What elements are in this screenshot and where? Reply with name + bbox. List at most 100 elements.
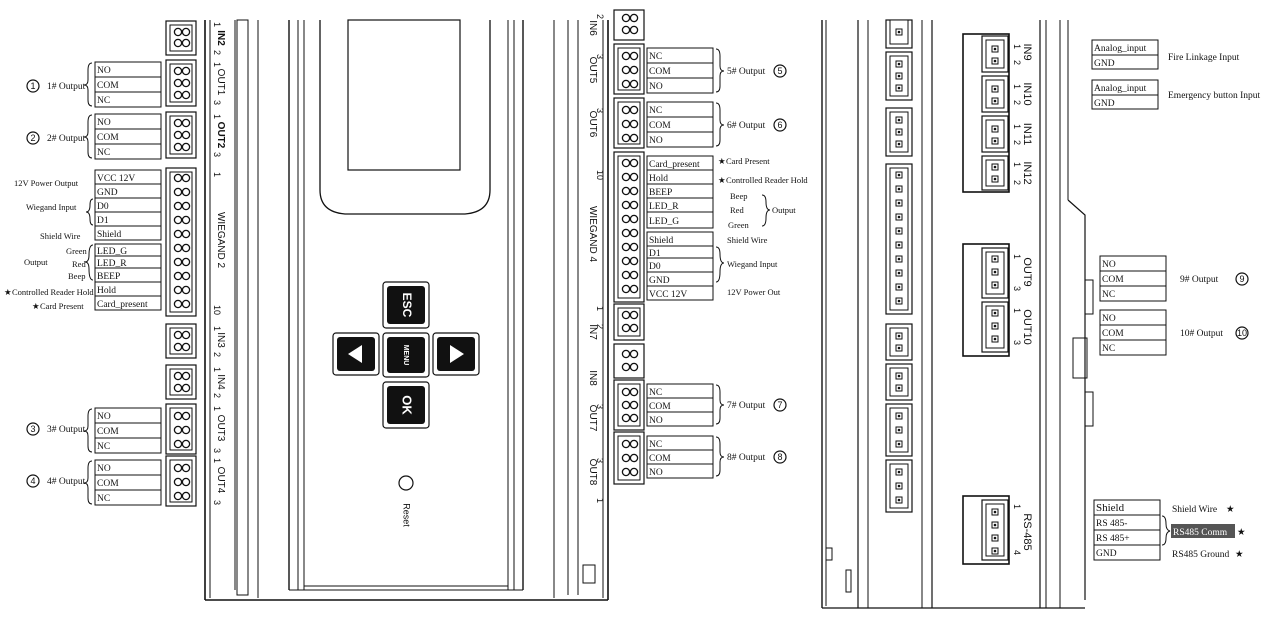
svg-text:COM: COM: [649, 121, 671, 131]
svg-text:NC: NC: [649, 106, 662, 116]
svg-text:6: 6: [777, 120, 782, 130]
out2-label: OUT2: [215, 122, 226, 149]
svg-text:NO: NO: [649, 416, 663, 426]
svg-text:1: 1: [212, 114, 222, 119]
in10-label: IN10: [1021, 82, 1033, 105]
rs485-ground-label: RS485 Ground: [1172, 550, 1230, 560]
left-output-annotations: [83, 62, 94, 505]
svg-text:★: ★: [718, 175, 726, 185]
ok-button[interactable]: OK: [382, 381, 430, 429]
svg-text:★: ★: [1235, 549, 1244, 560]
svg-text:7: 7: [777, 400, 782, 410]
svg-text:GND: GND: [1096, 549, 1117, 559]
right-arrow-icon: [450, 345, 464, 363]
w2-wiegand-input-label: Wiegand Input: [26, 202, 77, 212]
svg-text:RS 485+: RS 485+: [1096, 534, 1130, 544]
right-unit-housing: [821, 20, 1094, 609]
menu-label: MENU: [402, 345, 409, 366]
w2-card-label: Card Present: [40, 301, 84, 311]
out10-label: OUT10: [1021, 309, 1033, 344]
svg-text:D0: D0: [97, 202, 109, 212]
svg-text:5: 5: [777, 66, 782, 76]
svg-text:GND: GND: [97, 188, 118, 198]
svg-text:BEEP: BEEP: [97, 272, 120, 282]
right-connector-labels: IN6 OUT5 OUT6 WIEGAND 4 IN7 IN8 OUT7 OUT…: [587, 14, 605, 503]
svg-text:1: 1: [212, 326, 222, 331]
out7-label: OUT7: [587, 405, 598, 432]
svg-text:3: 3: [595, 404, 605, 409]
svg-text:Beep: Beep: [730, 191, 747, 201]
svg-text:Card_present: Card_present: [97, 300, 148, 310]
svg-text:D1: D1: [649, 249, 661, 259]
svg-text:NO: NO: [97, 412, 111, 422]
svg-text:BEEP: BEEP: [649, 188, 672, 198]
svg-text:1: 1: [212, 62, 222, 67]
left-arrow-button[interactable]: [332, 332, 380, 376]
svg-text:LED_G: LED_G: [649, 217, 679, 227]
svg-text:COM: COM: [97, 479, 119, 489]
right-wire-box-texts-left-unit: NC COM NO NC COM NO Card_present Hold BE…: [649, 52, 700, 478]
svg-text:Beep: Beep: [68, 271, 85, 281]
svg-text:COM: COM: [1102, 329, 1124, 339]
svg-text:Card_present: Card_present: [649, 160, 700, 170]
w4-card-label: Card Present: [726, 156, 770, 166]
menu-button[interactable]: MENU: [382, 332, 430, 378]
output1-label: 1# Output: [47, 82, 86, 92]
svg-text:2: 2: [595, 324, 605, 329]
svg-text:GND: GND: [1094, 99, 1115, 109]
svg-text:2: 2: [212, 393, 222, 398]
svg-text:Shield: Shield: [1096, 502, 1125, 514]
svg-text:NO: NO: [97, 118, 111, 128]
rs485-comm-label: RS485 Comm: [1173, 528, 1228, 538]
svg-text:NO: NO: [649, 468, 663, 478]
w4-hold-label: Controlled Reader Hold: [726, 175, 808, 185]
output6-label: 6# Output: [727, 121, 766, 131]
out5-label: OUT5: [587, 57, 598, 84]
svg-text:★: ★: [1237, 527, 1246, 538]
left-wire-boxes: [94, 61, 162, 506]
output8-label: 8# Output: [727, 453, 766, 463]
w2-output-label: Output: [24, 257, 48, 267]
w4-output-label: Output: [772, 205, 796, 215]
svg-text:1: 1: [1012, 84, 1022, 89]
right-unit-wire-box-texts: Analog_input GND Analog_input GND NO COM…: [1094, 44, 1147, 559]
in4-label: IN4: [215, 374, 226, 390]
left-unit-housing: [204, 19, 609, 601]
svg-text:COM: COM: [649, 454, 671, 464]
right-unit-connector-labels: IN9 IN10 IN11 IN12 OUT9 OUT10 RS-485 1 2…: [1012, 43, 1033, 555]
svg-text:3: 3: [30, 424, 35, 434]
svg-text:NC: NC: [97, 96, 110, 106]
svg-text:1: 1: [1012, 162, 1022, 167]
svg-text:2: 2: [1012, 100, 1022, 105]
right-unit-annotations: Fire Linkage Input Emergency button Inpu…: [1161, 53, 1261, 560]
esc-button[interactable]: ESC: [382, 281, 430, 329]
svg-text:NC: NC: [1102, 290, 1115, 300]
w2-power-label: 12V Power Output: [14, 178, 79, 188]
svg-text:NC: NC: [97, 148, 110, 158]
svg-text:★: ★: [1226, 504, 1235, 515]
svg-text:2: 2: [212, 50, 222, 55]
svg-text:D0: D0: [649, 262, 661, 272]
svg-text:10: 10: [1237, 328, 1247, 338]
svg-text:Red: Red: [730, 205, 744, 215]
svg-text:VCC 12V: VCC 12V: [97, 174, 135, 184]
svg-text:NC: NC: [97, 442, 110, 452]
right-unit-wire-boxes: [1091, 39, 1167, 561]
svg-text:1: 1: [30, 81, 35, 91]
svg-text:8: 8: [777, 452, 782, 462]
reset-button[interactable]: Reset: [398, 475, 414, 527]
wiegand2-label: WIEGAND 2: [215, 212, 226, 269]
svg-text:NO: NO: [97, 66, 111, 76]
svg-text:Shield: Shield: [97, 230, 122, 240]
right-unit-input-connectors: [962, 33, 1010, 565]
in6-label: IN6: [587, 20, 598, 36]
svg-text:D1: D1: [97, 216, 109, 226]
right-arrow-button[interactable]: [432, 332, 480, 376]
output5-label: 5# Output: [727, 67, 766, 77]
svg-text:GND: GND: [649, 276, 670, 286]
svg-text:LED_R: LED_R: [649, 202, 679, 212]
svg-text:★: ★: [32, 301, 40, 311]
w2-hold-label: Controlled Reader Hold: [12, 287, 94, 297]
out6-label: OUT6: [587, 111, 598, 138]
svg-text:Analog_input: Analog_input: [1094, 84, 1147, 94]
